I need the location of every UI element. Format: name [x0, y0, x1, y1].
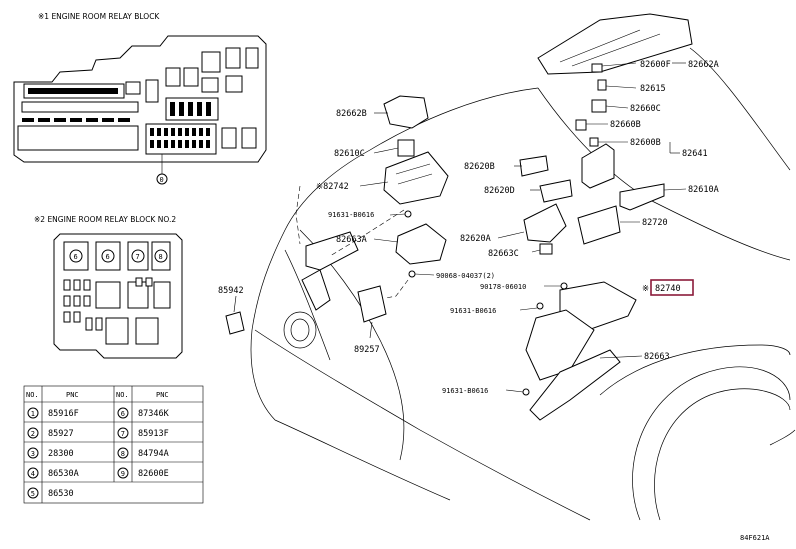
label-82600f: 82600F	[640, 60, 671, 70]
label-89257: 89257	[354, 345, 380, 355]
label-82720: 82720	[642, 218, 668, 228]
table-row: 3	[31, 450, 35, 458]
table-row: 84794A	[138, 449, 169, 459]
label-91631-a: 91631-B0616	[328, 211, 374, 219]
label-82620d: 82620D	[484, 186, 515, 196]
figure-code: 84F621A	[740, 534, 770, 542]
col-pnc: PNC	[66, 391, 79, 399]
table-row: 7	[121, 430, 125, 438]
table-row: 85916F	[48, 409, 79, 419]
table-row: 85913F	[138, 429, 169, 439]
highlight-box	[650, 279, 694, 296]
label-90068: 90068-04037(2)	[436, 272, 495, 280]
label-82620a: 82620A	[460, 234, 491, 244]
table-row: 4	[31, 470, 35, 478]
label-82663c: 82663C	[488, 249, 519, 259]
relay-block-1-callout: 0	[160, 176, 164, 184]
relay-block-2-title: ※2 ENGINE ROOM RELAY BLOCK NO.2	[34, 215, 176, 224]
relay-block-1: ※1 ENGINE ROOM RELAY BLOCK	[13, 12, 267, 185]
relay-block-1-title: ※1 ENGINE ROOM RELAY BLOCK	[38, 12, 160, 21]
label-82662b: 82662B	[336, 109, 367, 119]
label-82615: 82615	[640, 84, 666, 94]
label-91631-b: 91631-B0616	[450, 307, 496, 315]
label-82600b: 82600B	[630, 138, 661, 148]
label-82641: 82641	[682, 149, 708, 159]
label-82742: ※82742	[316, 182, 349, 192]
table-row: 82600E	[138, 469, 169, 479]
table-row: 86530A	[48, 469, 79, 479]
table-row: 1	[31, 410, 35, 418]
part-labels: 82600F 82662A 82615 82660C 82660B 82600B…	[218, 60, 770, 542]
relay-block-2: ※2 ENGINE ROOM RELAY BLOCK NO.2 6 6 7 8	[34, 215, 183, 359]
pnc-table: NO. PNC NO. PNC 1 85916F 2 85927 3 28300…	[23, 385, 204, 504]
table-row: 2	[31, 430, 35, 438]
table-row: 28300	[48, 449, 74, 459]
table-row: 87346K	[138, 409, 170, 419]
col-no: NO.	[26, 391, 39, 399]
label-90178: 90178-06010	[480, 283, 526, 291]
slot-label: 8	[159, 253, 163, 261]
label-82620b: 82620B	[464, 162, 495, 172]
slot-label: 6	[74, 253, 78, 261]
label-82662a: 82662A	[688, 60, 719, 70]
label-82663a: 82663A	[336, 235, 367, 245]
col-pnc: PNC	[156, 391, 169, 399]
label-82740-mark: ※	[642, 284, 649, 294]
parts	[225, 13, 693, 421]
slot-label: 7	[136, 253, 140, 261]
label-82610c: 82610C	[334, 149, 365, 159]
table-row: 9	[121, 470, 125, 478]
label-82740[interactable]: 82740	[655, 284, 681, 294]
col-no: NO.	[116, 391, 129, 399]
table-row: 6	[121, 410, 125, 418]
label-82660c: 82660C	[630, 104, 661, 114]
label-82663: 82663	[644, 352, 670, 362]
table-row: 5	[31, 490, 35, 498]
table-row: 86530	[48, 489, 74, 499]
leader-lines	[233, 62, 687, 393]
label-85942: 85942	[218, 286, 244, 296]
label-91631-c: 91631-B0616	[442, 387, 488, 395]
slot-label: 6	[106, 253, 110, 261]
label-82660b: 82660B	[610, 120, 641, 130]
table-row: 8	[121, 450, 125, 458]
table-row: 85927	[48, 429, 74, 439]
label-82610a: 82610A	[688, 185, 719, 195]
